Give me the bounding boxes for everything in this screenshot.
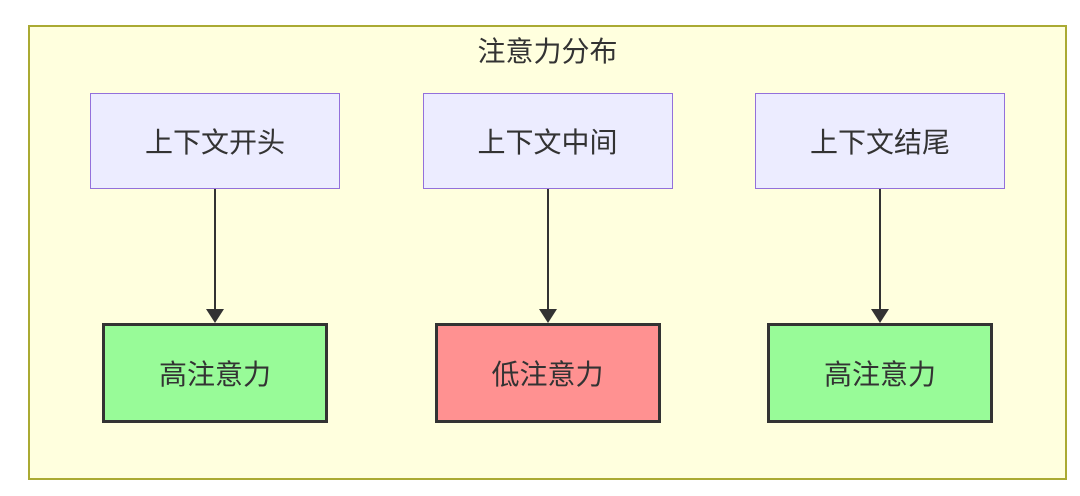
arrow-connector xyxy=(871,189,889,323)
flow-column-context-end: 上下文结尾 高注意力 xyxy=(755,93,1005,423)
diagram-columns: 上下文开头 高注意力 上下文中间 低注意力 上下文结尾 xyxy=(30,93,1065,423)
arrow-line xyxy=(546,189,549,310)
node-attention-result: 低注意力 xyxy=(434,323,661,423)
arrowhead-down-icon xyxy=(871,309,889,323)
node-context-start: 上下文开头 xyxy=(90,93,340,189)
arrow-connector xyxy=(206,189,224,323)
arrow-line xyxy=(879,189,881,310)
flow-column-context-start: 上下文开头 高注意力 xyxy=(90,93,340,423)
node-attention-result: 高注意力 xyxy=(767,323,993,423)
arrow-line xyxy=(214,189,216,310)
flow-column-context-middle: 上下文中间 低注意力 xyxy=(422,93,673,423)
arrowhead-down-icon xyxy=(538,309,557,323)
arrowhead-down-icon xyxy=(206,309,224,323)
arrow-connector xyxy=(538,189,557,323)
node-attention-result: 高注意力 xyxy=(102,323,328,423)
diagram-title: 注意力分布 xyxy=(477,35,618,68)
attention-distribution-group: 注意力分布 上下文开头 高注意力 上下文中间 低注意力 上下文结尾 xyxy=(28,25,1067,480)
node-context-middle: 上下文中间 xyxy=(422,93,673,189)
node-context-end: 上下文结尾 xyxy=(755,93,1005,189)
